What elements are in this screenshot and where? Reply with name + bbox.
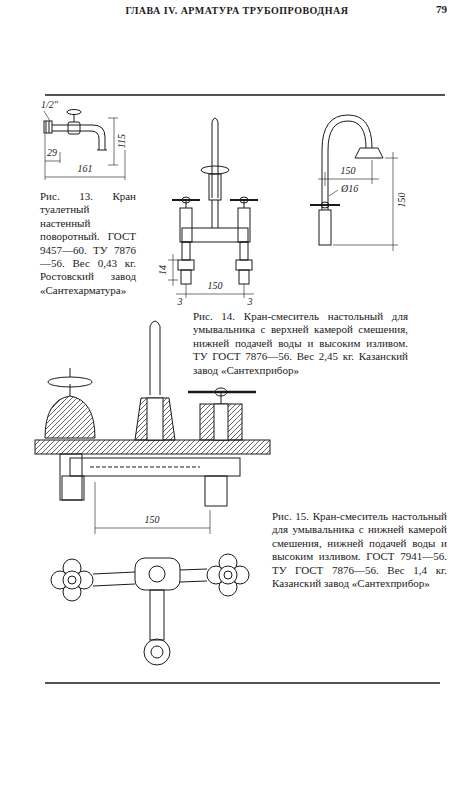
dimension: 14: [158, 264, 168, 276]
dimension: 115: [117, 133, 127, 149]
figure-caption: Рис. 13. Кран туалетный настенный поворо…: [40, 190, 136, 297]
rule: [45, 94, 445, 96]
dimension: 3: [177, 297, 184, 307]
dimension: 150: [207, 281, 224, 291]
dimension-lines: [95, 482, 210, 534]
rule: [45, 682, 440, 684]
thread-size: 1/2": [40, 100, 59, 110]
mixer-plan: [51, 554, 249, 665]
gooseneck-spout: [310, 115, 383, 245]
dimension: 150: [144, 515, 161, 525]
page-number: 79: [436, 4, 447, 15]
figure-caption: Рис. 14. Кран-смеситель настольный для у…: [193, 310, 408, 377]
dimension: 150: [397, 192, 407, 209]
mixer-upper-chamber: [172, 118, 258, 284]
dimension: 3: [247, 297, 254, 307]
chapter-heading: ГЛАВА IV. АРМАТУРА ТРУБОПРОВОДНАЯ: [126, 6, 349, 16]
wall-faucet: [44, 110, 107, 151]
diameter: Ø16: [340, 184, 359, 194]
dimension: 150: [340, 166, 357, 176]
figure-caption: Рис. 15. Кран-смеситель настольный для у…: [272, 510, 447, 590]
dimension: 29: [46, 148, 58, 158]
dimension: 161: [77, 164, 94, 174]
dimension-lines: [318, 152, 398, 251]
dimension-lines: [44, 111, 125, 180]
dimension-lines: [168, 254, 254, 298]
